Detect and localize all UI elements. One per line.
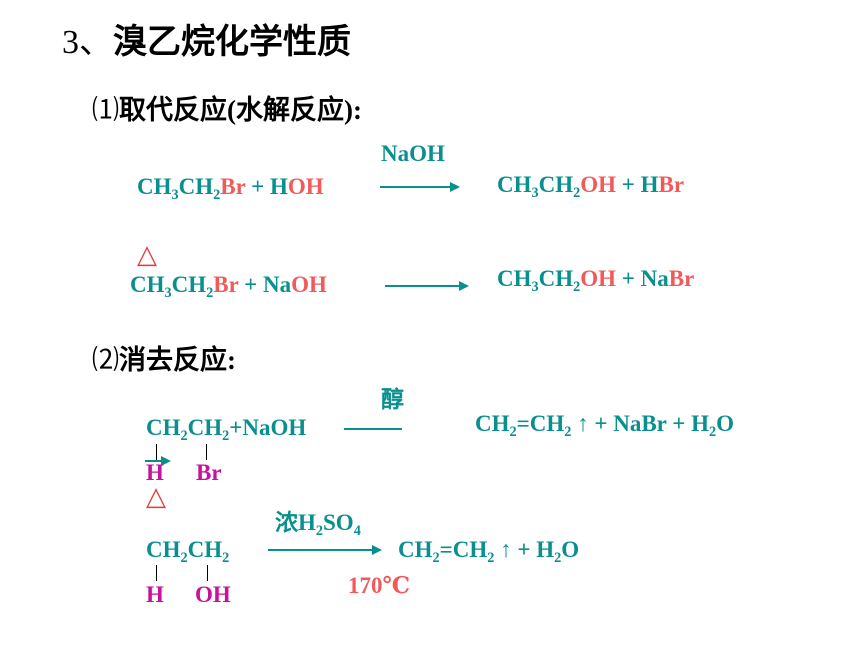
r4-h-label: H — [146, 582, 164, 607]
title-number: 3、 — [62, 24, 113, 61]
r4-arrow — [268, 545, 382, 555]
r3-electron-arrow — [145, 456, 171, 466]
section-elimination-heading: ⑵消去反应: — [92, 345, 236, 375]
r2-reactants: CH3CH2Br + NaOH — [130, 272, 327, 301]
r3-arrow-line — [344, 428, 402, 430]
r3-condition: 醇 — [381, 387, 404, 412]
r1-reactants: CH3CH2Br + HOH — [137, 174, 324, 203]
r3-h-label: H — [146, 460, 164, 485]
r2-products: CH3CH2OH + NaBr — [497, 266, 695, 295]
r1-condition: NaOH — [381, 141, 445, 166]
r3-products: CH2=CH2 ↑ + NaBr + H2O — [475, 411, 734, 440]
r3-bond-br — [206, 444, 207, 460]
r1-arrow — [380, 182, 460, 192]
page-title: 3、溴乙烷化学性质 — [62, 14, 351, 63]
r3-heat-symbol: △ — [146, 482, 166, 511]
r4-reactant: CH2CH2 — [146, 537, 230, 566]
r1-products: CH3CH2OH + HBr — [497, 172, 685, 201]
r4-bond-oh — [207, 565, 208, 581]
r2-heat-symbol: △ — [137, 240, 157, 269]
r3-reactants: CH2CH2+NaOH — [146, 415, 307, 444]
r4-temperature: 170℃ — [348, 573, 411, 598]
r4-oh-label: OH — [195, 582, 231, 607]
r4-condition: 浓H2SO4 — [275, 510, 361, 539]
title-text: 溴乙烷化学性质 — [113, 24, 351, 61]
r3-br-label: Br — [196, 460, 222, 485]
r3-bond-h — [156, 444, 157, 460]
r4-bond-h — [156, 565, 157, 581]
section-substitution-heading: ⑴取代反应(水解反应): — [92, 95, 362, 125]
r4-products: CH2=CH2 ↑ + H2O — [398, 537, 580, 566]
r2-arrow — [385, 281, 469, 291]
